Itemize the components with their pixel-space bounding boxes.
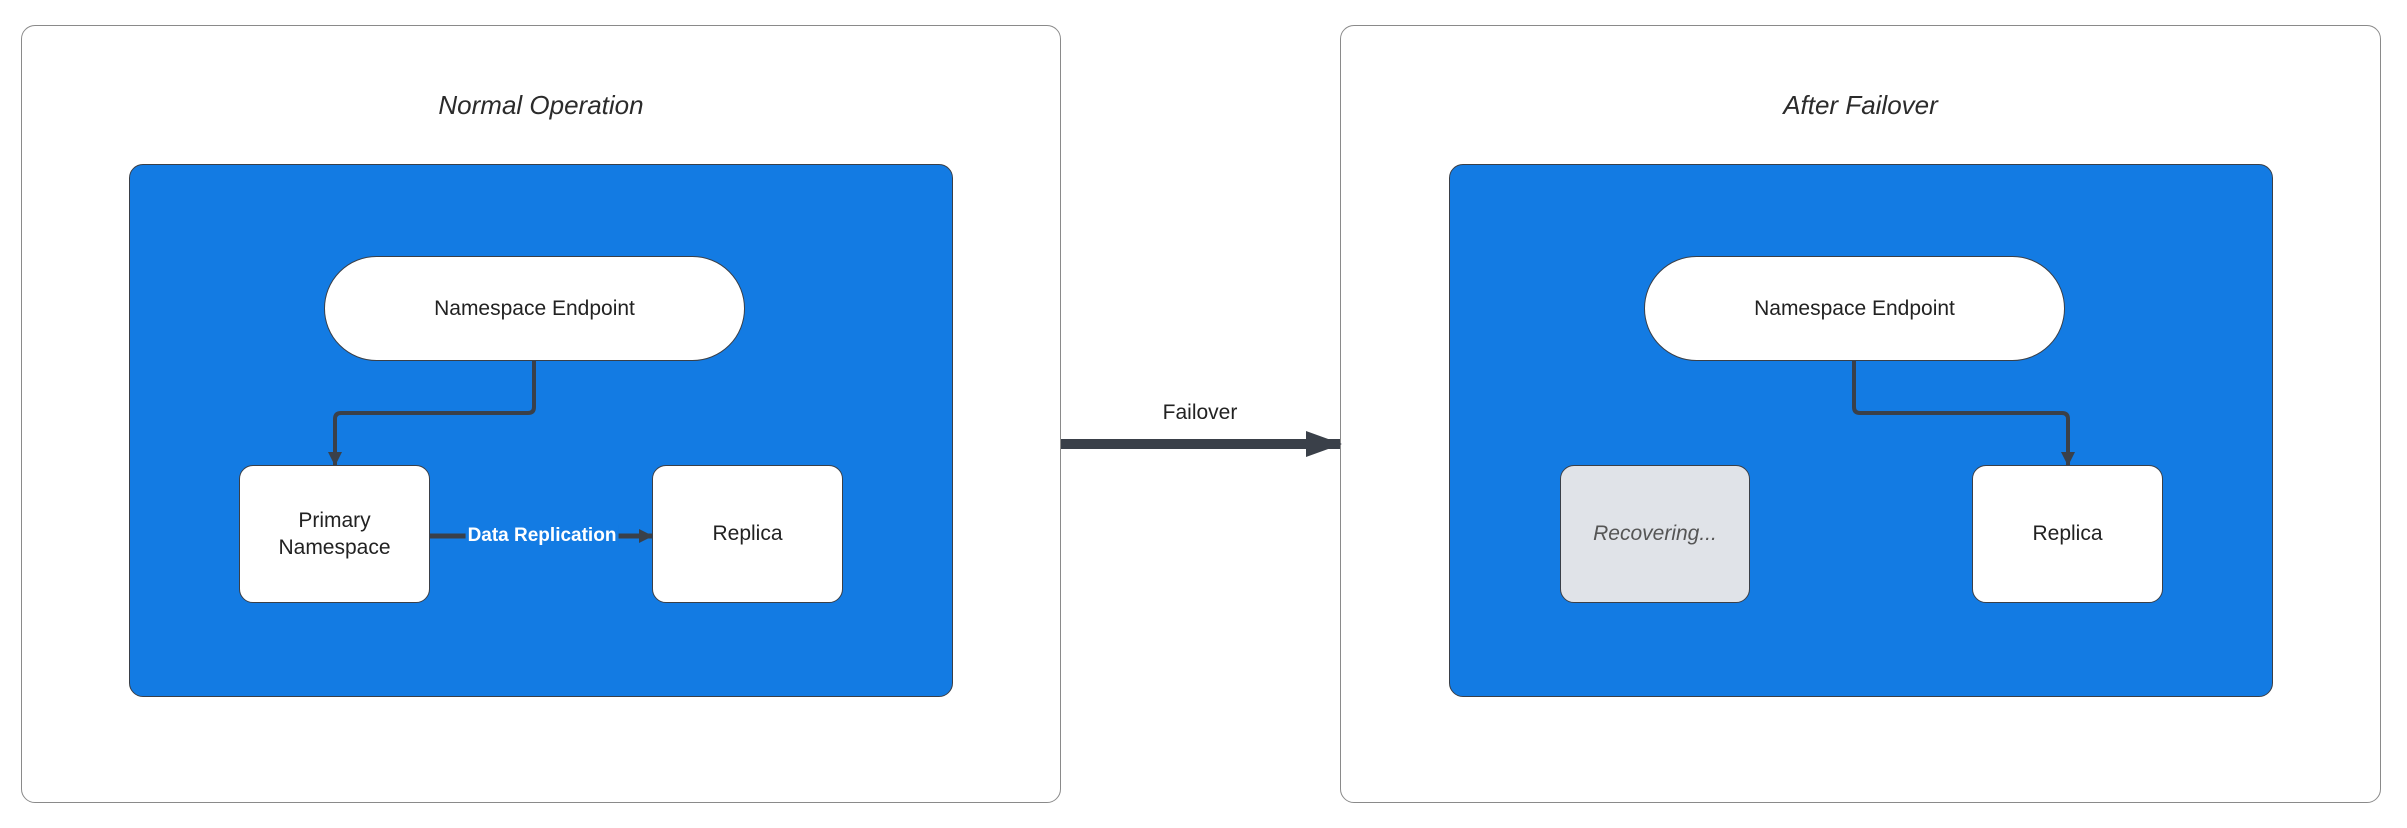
- recovering-node: Recovering...: [1560, 465, 1750, 603]
- after-failover-title: After Failover: [1783, 90, 1938, 120]
- endpoint-to-primary-edge: [328, 361, 536, 466]
- left-replica-node: Replica: [652, 465, 843, 603]
- normal-operation-title: Normal Operation: [438, 90, 644, 120]
- endpoint-to-replica-edge: [1852, 361, 2075, 466]
- right-replica-node: Replica: [1972, 465, 2163, 603]
- left-namespace-container: [129, 164, 953, 697]
- left-namespace-endpoint: Namespace Endpoint: [324, 256, 745, 361]
- data-replication-label: Data Replication: [465, 525, 619, 547]
- primary-namespace-node: Primary Namespace: [239, 465, 430, 603]
- right-namespace-container: [1449, 164, 2273, 697]
- right-namespace-endpoint: Namespace Endpoint: [1644, 256, 2065, 361]
- failover-label: Failover: [1162, 401, 1238, 424]
